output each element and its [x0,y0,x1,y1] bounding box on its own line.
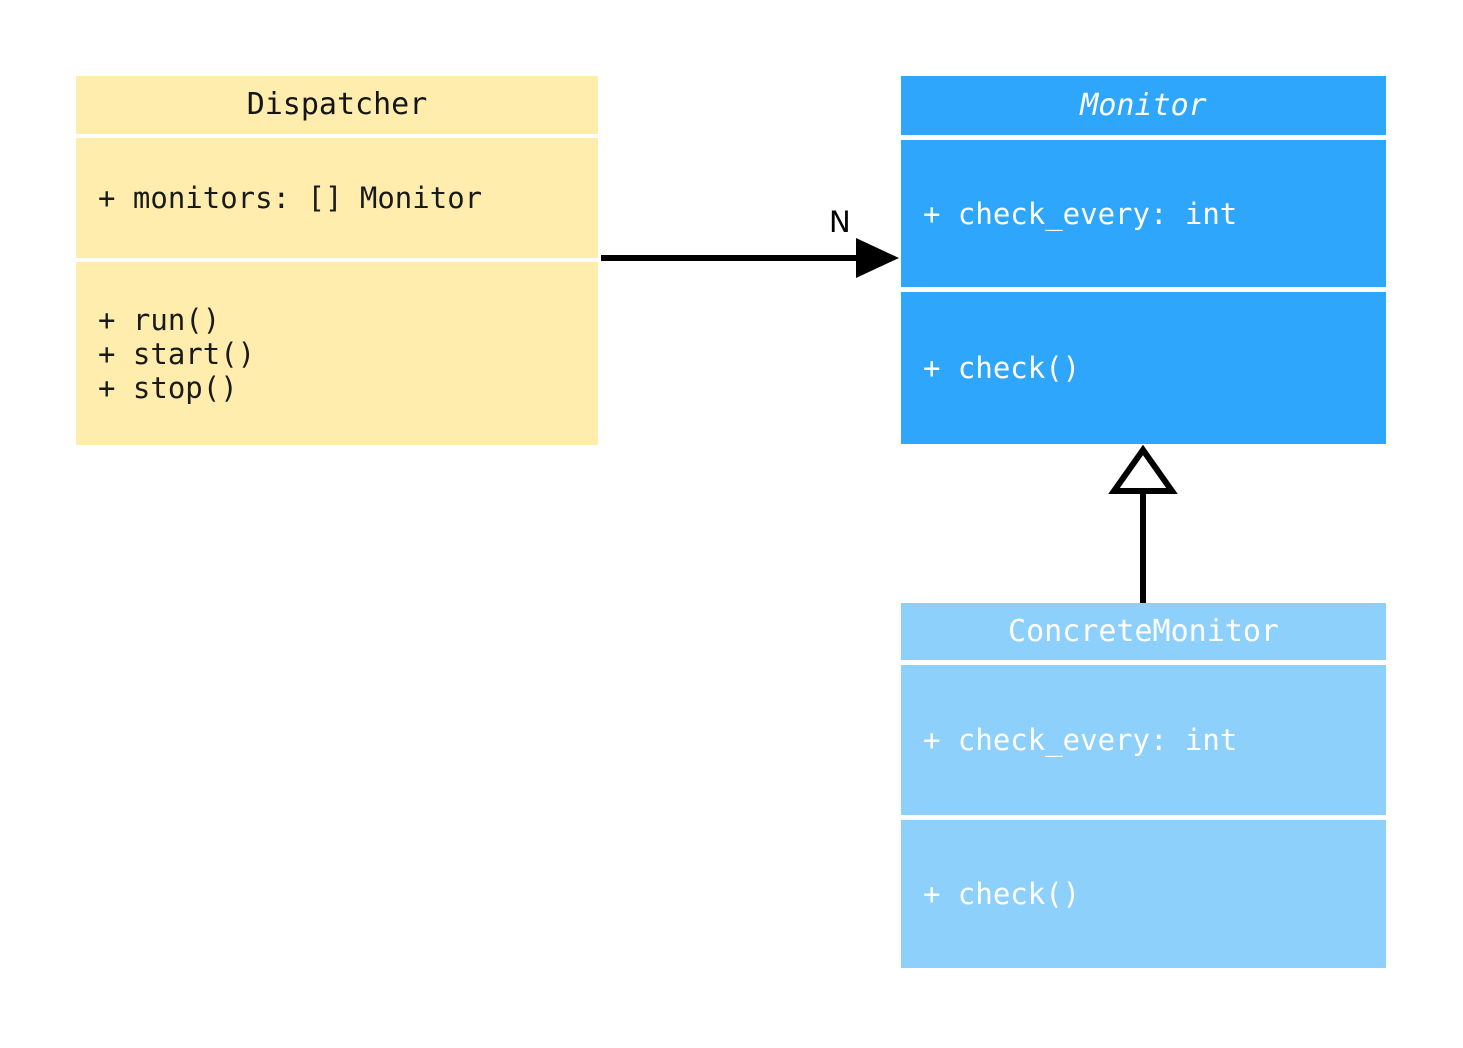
class-title-concretemonitor: ConcreteMonitor [1008,613,1279,649]
uml-class-monitor[interactable]: Monitor + check_every: int + check() [901,76,1386,444]
class-title-dispatcher: Dispatcher [246,87,428,122]
compartment-divider [76,134,598,138]
method-row: + check() [923,351,1081,385]
attribute-row: + check_every: int [923,196,1238,231]
method-row: + check() [923,877,1081,911]
attributes-compartment-concretemonitor: + check_every: int [901,665,1386,815]
compartment-divider [901,135,1386,140]
method-row: + run() [98,302,221,337]
uml-class-dispatcher[interactable]: Dispatcher + monitors: [] Monitor + run(… [76,76,598,445]
association-multiplicity-label: N [829,205,851,239]
method-row: + start() [98,336,256,371]
uml-class-concretemonitor[interactable]: ConcreteMonitor + check_every: int + che… [901,603,1386,968]
methods-compartment-dispatcher: + run() + start() + stop() [76,262,598,445]
generalization-hollow-triangle-icon [1108,444,1178,494]
compartment-divider [901,660,1386,665]
attributes-compartment-dispatcher: + monitors: [] Monitor [76,138,598,258]
compartment-divider [901,815,1386,820]
method-row: + stop() [98,370,238,405]
class-title-monitor: Monitor [1080,87,1207,123]
compartment-divider [901,287,1386,292]
compartment-divider [76,258,598,262]
attribute-row: + check_every: int [923,723,1238,757]
generalization-concretemonitor-to-monitor [1108,444,1178,603]
methods-compartment-concretemonitor: + check() [901,820,1386,968]
attribute-row: + monitors: [] Monitor [98,181,483,215]
attributes-compartment-monitor: + check_every: int [901,140,1386,287]
association-dispatcher-to-monitor [601,238,899,278]
association-arrowhead-icon [856,238,899,278]
methods-compartment-monitor: + check() [901,292,1386,444]
